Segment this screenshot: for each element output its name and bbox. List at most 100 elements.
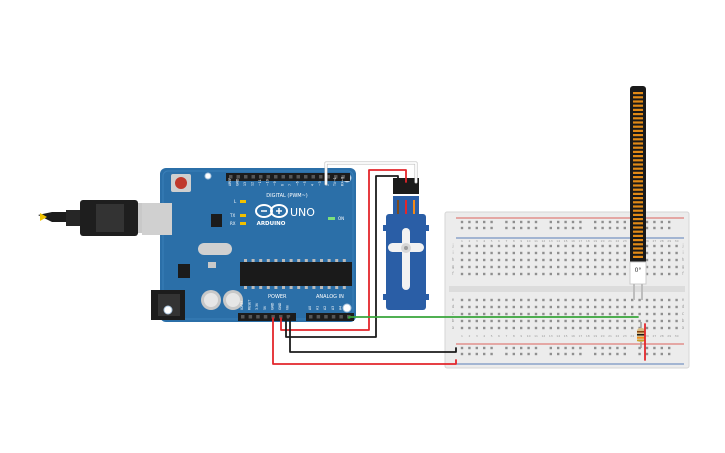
- breadboard-column-number: 5: [491, 334, 493, 338]
- breadboard-column-number: 13: [549, 334, 553, 338]
- analog-pin-label: A1: [316, 306, 320, 310]
- digital-pin-label: 13: [243, 182, 247, 186]
- breadboard-column-number: 20: [601, 239, 605, 243]
- resistor: [637, 322, 645, 348]
- breadboard-column-number: 6: [498, 334, 500, 338]
- arduino-model: UNO: [290, 206, 315, 219]
- breadboard-row-letter: h: [682, 257, 685, 262]
- digital-pin-label: RX←0: [341, 177, 345, 186]
- breadboard-row-letter: h: [452, 257, 455, 262]
- analog-pin-label: A2: [323, 306, 327, 310]
- breadboard-row-letter: c: [682, 311, 684, 316]
- digital-pin-label: TX→1: [333, 177, 337, 187]
- digital-pin-label: 8: [281, 184, 285, 186]
- breadboard-row-letter: g: [682, 264, 685, 269]
- breadboard-row-letter: d: [452, 304, 455, 309]
- breadboard-column-number: 23: [623, 239, 627, 243]
- digital-pin-label: ~5: [303, 181, 307, 186]
- wire-ground-black: [289, 317, 457, 353]
- breadboard-column-number: 10: [527, 239, 531, 243]
- breadboard-row-letter: c: [452, 311, 454, 316]
- wire-servo-ground-black: [285, 175, 399, 338]
- breadboard-column-number: 26: [645, 239, 649, 243]
- analog-pin-label: A4: [338, 306, 342, 310]
- digital-pin-label: ~3: [318, 181, 322, 186]
- capacitors: [201, 290, 243, 310]
- breadboard-column-number: 9: [520, 334, 522, 338]
- digital-header: [226, 173, 350, 181]
- breadboard-column-number: 3: [476, 334, 478, 338]
- breadboard-column-number: 3: [476, 239, 478, 243]
- breadboard-column-number: 8: [513, 239, 515, 243]
- breadboard-column-number: 16: [571, 239, 575, 243]
- breadboard-column-number: 30: [675, 334, 679, 338]
- breadboard-column-number: 28: [660, 239, 664, 243]
- breadboard-column-number: 22: [615, 239, 619, 243]
- power-header-label: POWER: [268, 294, 287, 300]
- svg-text:ON: ON: [338, 216, 344, 221]
- breadboard-row-letter: i: [682, 250, 683, 255]
- power-pin-label: IOREF: [240, 300, 244, 310]
- digital-pin-label: ~10: [266, 179, 270, 186]
- svg-text:TX: TX: [229, 213, 235, 218]
- power-pin-label: Vin: [286, 305, 290, 310]
- servo-horn: [388, 228, 424, 290]
- analog-pin-label: A0: [308, 306, 312, 310]
- digital-pin-label: ~6: [296, 181, 300, 186]
- arduino-logo-text: ARDUINO: [257, 221, 286, 227]
- analog-header: [306, 313, 354, 321]
- breadboard-column-number: 21: [608, 334, 612, 338]
- power-pin-label: RESET: [248, 300, 252, 310]
- servo-motor: [383, 178, 429, 310]
- breadboard-column-number: 23: [623, 334, 627, 338]
- breadboard-column-number: 8: [513, 334, 515, 338]
- digital-pin-label: ~9: [273, 181, 277, 186]
- breadboard-column-number: 4: [483, 334, 485, 338]
- breadboard-column-number: 30: [675, 239, 679, 243]
- breadboard-column-number: 12: [541, 239, 545, 243]
- breadboard-column-number: 27: [652, 239, 656, 243]
- breadboard-row-letter: b: [682, 318, 685, 323]
- breadboard-column-number: 1: [461, 334, 463, 338]
- breadboard-column-number: 29: [667, 239, 671, 243]
- breadboard-column-number: 18: [586, 334, 590, 338]
- digital-pin-label: 4: [311, 184, 315, 186]
- breadboard-column-number: 28: [660, 334, 664, 338]
- flex-angle-label: 0°: [635, 267, 642, 274]
- breadboard-column-number: 12: [541, 334, 545, 338]
- breadboard-row-letter: e: [452, 297, 455, 302]
- breadboard-column-number: 4: [483, 239, 485, 243]
- breadboard-row-letter: j: [451, 243, 453, 248]
- breadboard-row-letter: d: [682, 304, 685, 309]
- digital-header-label: DIGITAL (PWM~): [266, 193, 308, 199]
- breadboard-column-number: 10: [527, 334, 531, 338]
- breadboard-column-number: 1: [461, 239, 463, 243]
- breadboard-column-number: 17: [578, 334, 582, 338]
- breadboard-column-number: 5: [491, 239, 493, 243]
- power-pin-label: 3.3V: [255, 302, 259, 310]
- breadboard-column-number: 7: [505, 334, 507, 338]
- breadboard-row-letter: i: [452, 250, 453, 255]
- breadboard-column-number: 29: [667, 334, 671, 338]
- power-pin-label: 5V: [263, 305, 267, 310]
- breadboard-row-letter: f: [682, 271, 684, 276]
- digital-pin-label: 7: [288, 184, 292, 186]
- breadboard-column-number: 11: [534, 239, 538, 243]
- reset-button: [171, 174, 191, 192]
- analog-header-label: ANALOG IN: [316, 294, 344, 300]
- wire-analog-green: [348, 316, 639, 319]
- breadboard-row-letter: j: [681, 243, 683, 248]
- wire-power-red: [272, 317, 457, 365]
- breadboard-column-number: 27: [652, 334, 656, 338]
- breadboard-row-letter: g: [452, 264, 455, 269]
- wire-servo-power-red: [280, 169, 407, 331]
- power-pin-label: GND: [270, 302, 274, 310]
- breadboard-column-number: 16: [571, 334, 575, 338]
- breadboard-column-number: 18: [586, 239, 590, 243]
- analog-pin-label: A5: [346, 306, 350, 310]
- breadboard-column-number: 24: [630, 334, 634, 338]
- breadboard-row-letter: a: [452, 325, 455, 330]
- breadboard-column-number: 21: [608, 239, 612, 243]
